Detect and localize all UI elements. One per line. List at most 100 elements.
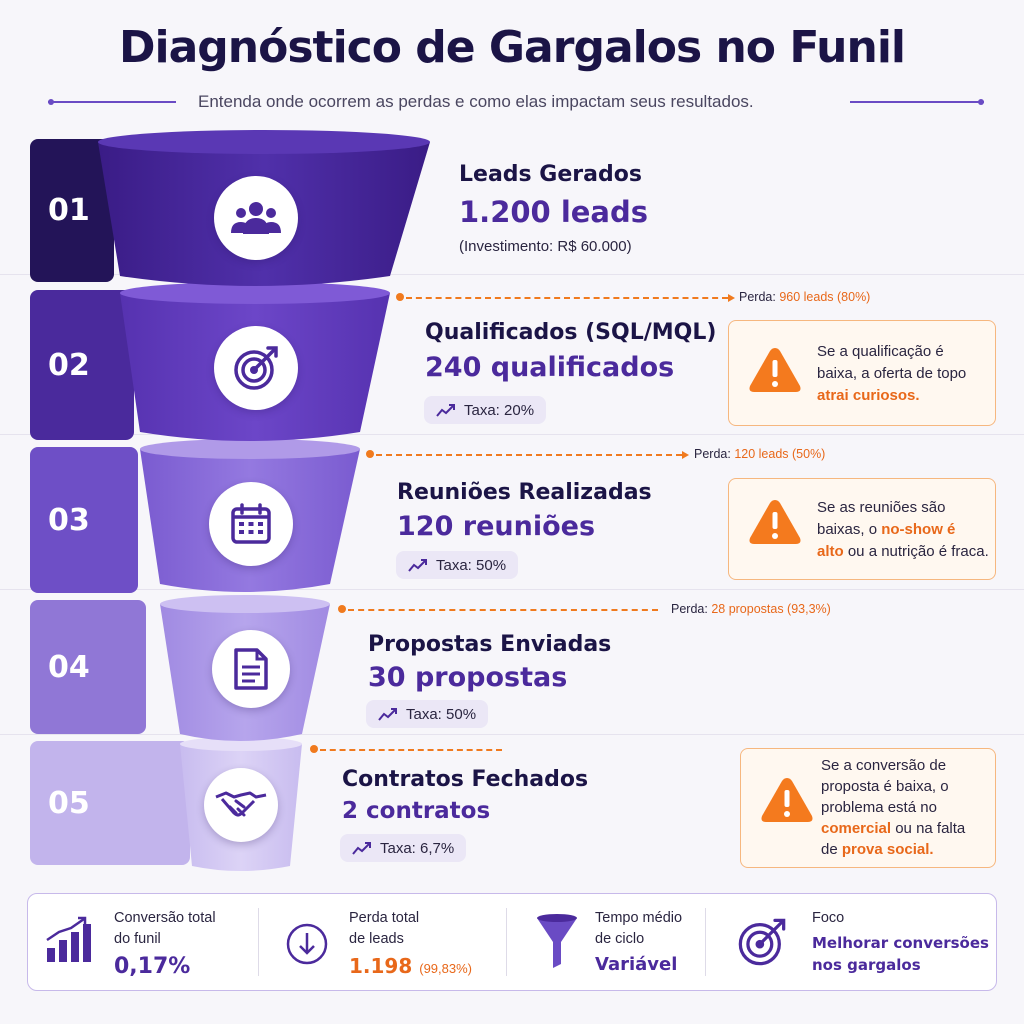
stage-value-4: 30 propostas [368, 662, 568, 693]
loss-label-prefix-1: Perda: [739, 290, 780, 304]
loss-label-1: Perda: 960 leads (80%) [739, 290, 870, 304]
stage-number-01: 01 [30, 139, 114, 282]
loss-marker-3 [338, 605, 346, 613]
warning-3-line-3: problema está no [821, 799, 937, 816]
funnel-rim-5 [180, 737, 302, 751]
loss-marker-1 [396, 293, 404, 301]
summary-cycle-label-2: de ciclo [595, 931, 645, 947]
summary-focus-label: Foco [812, 910, 845, 926]
bar-chart-icon [46, 916, 91, 962]
trend-up-icon [352, 842, 371, 855]
summary-conversion-label-2: do funil [114, 931, 161, 947]
rate-text-4: Taxa: 50% [406, 705, 477, 723]
summary-divider [506, 908, 507, 976]
loss-line-3 [348, 609, 658, 611]
summary-cycle-value: Variável [595, 954, 678, 975]
warning-box-1: Se a qualificação é baixa, a oferta de t… [728, 320, 996, 426]
investment-end: ) [626, 238, 632, 255]
trend-up-icon [378, 708, 397, 721]
stage-title-4: Propostas Enviadas [368, 632, 612, 657]
loss-value-2: 120 leads (50%) [734, 447, 826, 461]
summary-loss-label: Perda total de leads [349, 908, 419, 950]
warning-1-line-1: Se a qualificação é [817, 343, 944, 360]
funnel-icon [537, 914, 577, 968]
stage-number-03: 03 [30, 447, 138, 593]
warning-3-line-2: proposta é baixa, o [821, 778, 949, 795]
arrow-down-circle-icon [286, 923, 328, 965]
warning-box-2: Se as reuniões são baixas, o no-show é a… [728, 478, 996, 580]
stage-note-1: (Investimento: R$ 60.000) [459, 238, 632, 255]
rate-badge-5: Taxa: 6,7% [340, 834, 467, 862]
stage-value-2: 240 qualificados [425, 352, 675, 383]
loss-value-3: 28 propostas (93,3%) [711, 602, 831, 616]
target-icon [214, 326, 298, 410]
summary-loss-value: 1.198 (99,83%) [349, 954, 472, 978]
people-icon [214, 176, 298, 260]
warning-icon [761, 778, 813, 822]
stage-title-1: Leads Gerados [459, 162, 642, 187]
warning-2-text-a: baixas, o [817, 521, 882, 538]
warning-3-text-a: ou na falta [891, 820, 966, 837]
warning-icon [749, 500, 801, 544]
loss-label-prefix-3: Perda: [671, 602, 712, 616]
loss-arrow-1 [728, 294, 735, 302]
document-icon [212, 630, 290, 708]
summary-focus-value-1: Melhorar conversões [812, 934, 989, 952]
rate-badge-3: Taxa: 50% [396, 551, 519, 579]
stage-band-4 [0, 590, 1024, 735]
summary-loss-label-2: de leads [349, 931, 404, 947]
summary-loss-label-1: Perda total [349, 910, 420, 926]
loss-label-3: Perda: 28 propostas (93,3%) [671, 602, 831, 616]
stage-value-3: 120 reuniões [397, 511, 596, 542]
trend-up-icon [436, 404, 455, 417]
loss-line-2 [376, 454, 682, 456]
warning-text-3: Se a conversão de proposta é baixa, o pr… [821, 755, 965, 860]
stage-band-3 [0, 435, 1024, 590]
page-subtitle: Entenda onde ocorrem as perdas e como el… [198, 92, 754, 111]
subtitle-dot-right [978, 99, 984, 105]
warning-3-line-5: de prova social. [821, 839, 965, 860]
summary-divider [258, 908, 259, 976]
warning-2-line-2: baixas, o no-show é [817, 519, 989, 541]
summary-focus: Foco Melhorar conversões nos gargalos [706, 894, 996, 990]
funnel-rim-2 [120, 282, 390, 304]
warning-2-text-b: ou a nutrição é fraca. [843, 543, 989, 560]
warning-2-highlight-1: no-show é [881, 521, 956, 538]
summary-focus-value-2: nos gargalos [812, 956, 921, 974]
loss-arrow-2 [682, 451, 689, 459]
page-title: Diagnóstico de Gargalos no Funil [119, 22, 906, 73]
warning-text-1: Se a qualificação é baixa, a oferta de t… [817, 341, 966, 407]
loss-line-1 [406, 297, 728, 299]
target-icon [738, 918, 786, 966]
subtitle-row: Entenda onde ocorrem as perdas e como el… [48, 90, 984, 114]
warning-3-text-b: de [821, 841, 842, 858]
stage-band-2 [0, 275, 1024, 435]
loss-marker-2 [366, 450, 374, 458]
loss-label-2: Perda: 120 leads (50%) [694, 447, 825, 461]
stage-title-2: Qualificados (SQL/MQL) [425, 320, 717, 345]
stage-number-02: 02 [30, 290, 134, 440]
investment-value: R$ 60.000 [557, 238, 627, 255]
calendar-icon [209, 482, 293, 566]
funnel-rim-4 [160, 595, 330, 613]
stage-number-04: 04 [30, 600, 146, 734]
warning-3-line-4: comercial ou na falta [821, 818, 965, 839]
warning-2-line-3: alto ou a nutrição é fraca. [817, 541, 989, 563]
subtitle-line-right [850, 101, 984, 103]
subtitle-line-left [48, 101, 176, 103]
trend-up-icon [408, 559, 427, 572]
summary-loss-percent: (99,83%) [419, 961, 472, 976]
stage-title-3: Reuniões Realizadas [397, 480, 652, 505]
warning-3-line-1: Se a conversão de [821, 757, 947, 774]
rate-text-3: Taxa: 50% [436, 556, 507, 574]
warning-3-highlight-2: prova social. [841, 841, 934, 858]
loss-line-4 [320, 749, 502, 751]
stage-number-05: 05 [30, 741, 190, 865]
stage-value-1: 1.200 leads [459, 195, 649, 229]
rate-badge-2: Taxa: 20% [424, 396, 547, 424]
warning-3-highlight-1: comercial [821, 820, 892, 837]
rate-text-5: Taxa: 6,7% [380, 839, 455, 857]
